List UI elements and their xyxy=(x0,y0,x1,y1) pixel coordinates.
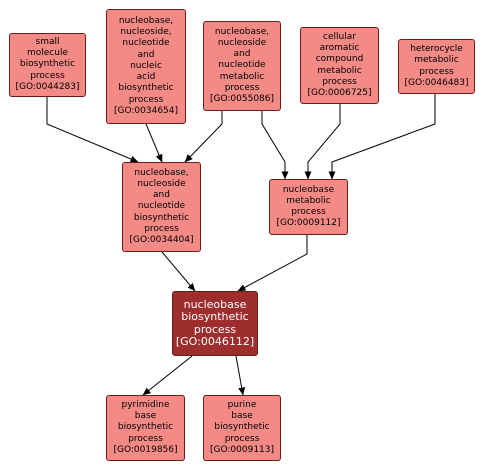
edge-0034404-to-0046112 xyxy=(161,251,196,292)
node-go-id: [GO:0044283] xyxy=(15,81,80,92)
node-go-0044283[interactable]: small molecule biosynthetic process [GO:… xyxy=(9,33,86,97)
node-go-id: [GO:0009112] xyxy=(276,218,341,229)
node-label: small molecule biosynthetic process xyxy=(19,36,76,81)
edge-0006725-to-0009112 xyxy=(304,104,341,180)
node-label: purine base biosynthetic process xyxy=(214,399,270,444)
node-go-id: [GO:0034404] xyxy=(129,235,194,245)
node-go-id: [GO:0046112] xyxy=(175,335,255,348)
node-go-id: [GO:0055086] xyxy=(209,94,275,104)
node-go-0046112[interactable]: nucleobase biosynthetic process [GO:0046… xyxy=(172,291,258,356)
node-go-0055086[interactable]: nucleobase, nucleoside and nucleotide me… xyxy=(203,21,281,111)
edge-0055086-to-0034404 xyxy=(184,111,223,163)
node-label: nucleobase metabolic process xyxy=(282,184,335,217)
node-label: heterocycle metabolic process xyxy=(410,44,463,77)
node-label: nucleobase biosynthetic process xyxy=(181,297,249,336)
edge-0044283-to-0034404 xyxy=(46,97,139,163)
edge-0009112-to-0046112 xyxy=(237,235,308,292)
edge-0046112-to-0009113 xyxy=(235,355,246,396)
node-go-id: [GO:0009113] xyxy=(209,444,275,455)
node-go-0006725[interactable]: cellular aromatic compound metabolic pro… xyxy=(300,27,379,104)
node-go-0009113[interactable]: purine base biosynthetic process [GO:000… xyxy=(203,395,281,461)
node-go-id: [GO:0019856] xyxy=(113,444,178,455)
node-go-0019856[interactable]: pyrimidine base biosynthetic process [GO… xyxy=(106,395,185,461)
node-go-0046483[interactable]: heterocycle metabolic process [GO:004648… xyxy=(398,39,475,94)
node-label: cellular aromatic compound metabolic pro… xyxy=(315,31,364,87)
edge-0055086-to-0009112 xyxy=(261,111,289,180)
node-go-0009112[interactable]: nucleobase metabolic process [GO:0009112… xyxy=(269,179,348,235)
node-label: nucleobase, nucleoside, nucleotide and n… xyxy=(118,16,174,105)
node-go-0034404[interactable]: nucleobase, nucleoside and nucleotide bi… xyxy=(122,162,201,252)
node-label: nucleobase, nucleoside and nucleotide me… xyxy=(214,26,270,93)
edge-0046483-to-0009112 xyxy=(328,94,436,180)
node-go-id: [GO:0006725] xyxy=(307,87,372,98)
node-label: pyrimidine base biosynthetic process xyxy=(117,399,174,444)
node-label: nucleobase, nucleoside and nucleotide bi… xyxy=(133,167,190,234)
edge-0046112-to-0019856 xyxy=(142,355,193,396)
node-go-0034654[interactable]: nucleobase, nucleoside, nucleotide and n… xyxy=(106,9,186,124)
node-go-id: [GO:0046483] xyxy=(404,77,469,88)
edge-0034654-to-0034404 xyxy=(145,123,163,163)
node-go-id: [GO:0034654] xyxy=(113,105,179,116)
